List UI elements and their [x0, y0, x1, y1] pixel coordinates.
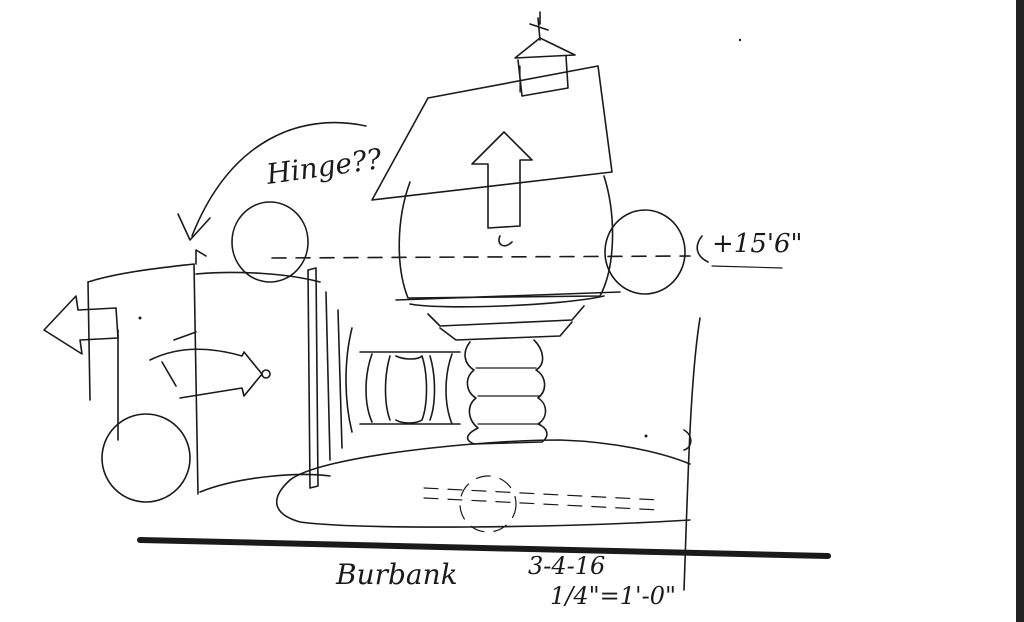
date-label: 3-4-16	[528, 552, 605, 580]
side-spheres	[101, 201, 686, 503]
hinge-note: Hinge??	[263, 142, 384, 191]
pen-dot	[644, 434, 648, 438]
roof-cupola	[514, 11, 576, 97]
left-module	[87, 249, 331, 495]
elevation-line	[271, 255, 691, 259]
hinge-arrow	[177, 121, 367, 241]
hinged-panel	[307, 267, 343, 489]
dimension-line	[683, 317, 701, 591]
pen-dot	[738, 38, 742, 42]
up-arrow	[471, 131, 533, 229]
pen-dot	[138, 316, 142, 320]
column	[464, 339, 548, 445]
scale-label: 1/4"=1'-0"	[550, 582, 676, 610]
elevation-underline	[711, 265, 783, 269]
ground-line	[137, 537, 831, 559]
bridge-segments	[345, 327, 461, 433]
roof	[371, 65, 613, 201]
base-platform	[275, 439, 691, 533]
elevation-tick	[696, 235, 709, 263]
left-arrow	[43, 295, 119, 355]
elevation-note: +15'6"	[712, 229, 803, 259]
right-arrow	[149, 331, 271, 399]
tower-body	[395, 175, 621, 341]
location-label: Burbank	[335, 558, 458, 591]
